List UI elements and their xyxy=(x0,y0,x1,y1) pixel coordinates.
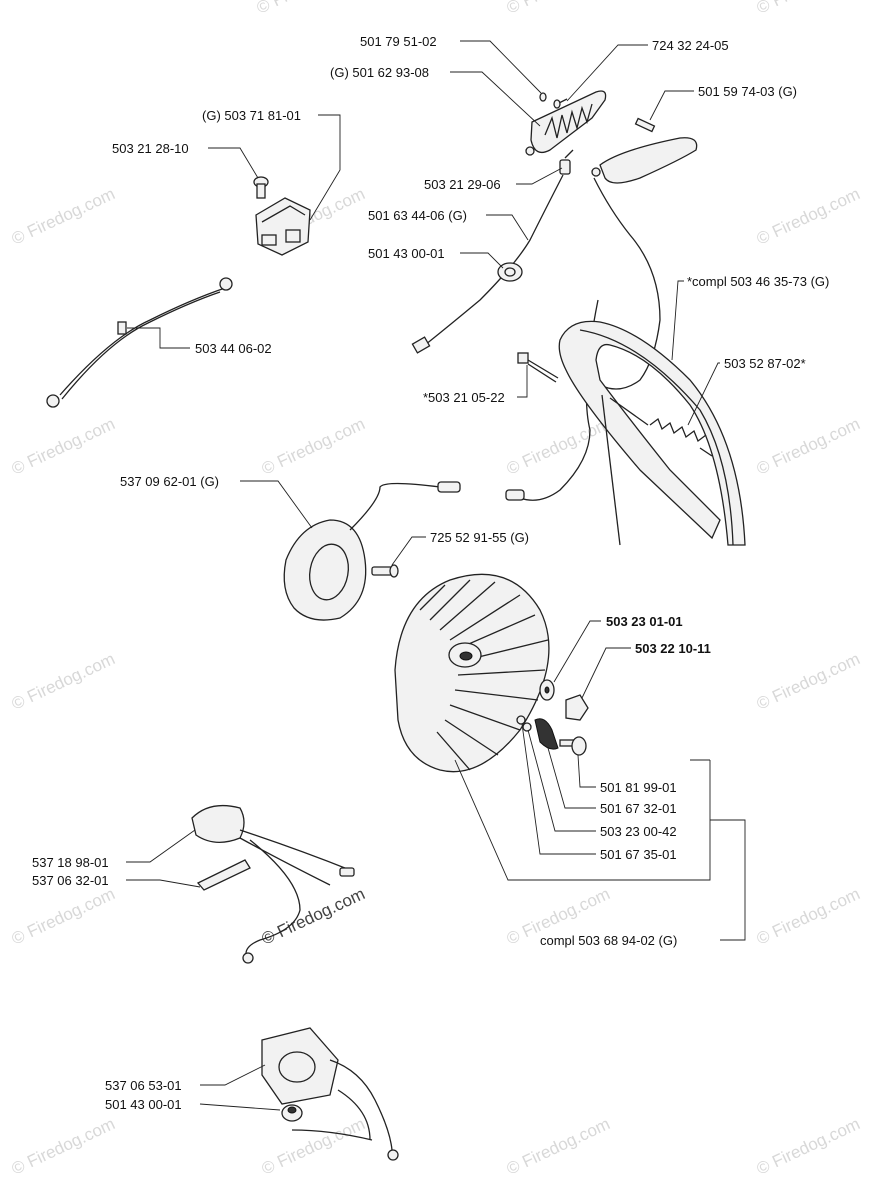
watermark: © Firedog.com xyxy=(9,184,118,248)
rod-part xyxy=(601,394,621,546)
part-label: 503 52 87-02* xyxy=(724,356,806,371)
handle-cover-part xyxy=(591,137,698,184)
flywheel-part xyxy=(394,573,550,773)
pin-long-part xyxy=(634,117,656,133)
part-label: 503 22 10-11 xyxy=(635,641,711,656)
stator-screw-part xyxy=(371,564,399,578)
screw-part xyxy=(553,98,568,109)
part-label: 725 52 91-55 (G) xyxy=(430,530,529,545)
watermark: © Firedog.com xyxy=(259,414,368,478)
gasket-part xyxy=(261,1027,399,1161)
watermark: © Firedog.com xyxy=(754,649,863,713)
part-label: 503 23 01-01 xyxy=(606,614,683,629)
part-label: *compl 503 46 35-73 (G) xyxy=(687,274,829,289)
switch-screw-part xyxy=(559,149,574,175)
nut-part xyxy=(565,694,589,721)
ignition-module-part xyxy=(255,197,311,256)
part-label: 501 59 74-03 (G) xyxy=(698,84,797,99)
coil-plate-part xyxy=(196,859,251,891)
trigger-plate-part xyxy=(525,90,607,156)
watermark: © Firedog.com xyxy=(504,0,613,18)
ignition-cable-part xyxy=(46,277,233,408)
part-label: 537 09 62-01 (G) xyxy=(120,474,219,489)
watermark: © Firedog.com xyxy=(9,1114,118,1178)
spring-part xyxy=(609,397,713,457)
part-label: 501 67 35-01 xyxy=(600,847,677,862)
part-label: *503 21 05-22 xyxy=(423,390,505,405)
part-label: 503 21 29-06 xyxy=(424,177,501,192)
watermark: © Firedog.com xyxy=(754,1114,863,1178)
part-label: 501 79 51-02 xyxy=(360,34,437,49)
grommet-part xyxy=(497,262,523,282)
part-label: 501 43 00-01 xyxy=(105,1097,182,1112)
watermark: © Firedog.com xyxy=(9,414,118,478)
grommet-bottom-part xyxy=(281,1104,303,1122)
part-label: (G) 503 71 81-01 xyxy=(202,108,301,123)
watermark: © Firedog.com xyxy=(754,184,863,248)
part-label: 537 06 53-01 xyxy=(105,1078,182,1093)
watermark: © Firedog.com xyxy=(504,414,613,478)
part-label: compl 503 68 94-02 (G) xyxy=(540,933,677,948)
watermark-center: © Firedog.com xyxy=(259,884,368,948)
module-screw-part xyxy=(253,176,269,199)
part-label: 724 32 24-05 xyxy=(652,38,729,53)
part-label: 503 23 00-42 xyxy=(600,824,677,839)
pawl-part xyxy=(516,715,559,750)
ignition-coil-part xyxy=(191,804,355,964)
part-label: 503 21 28-10 xyxy=(112,141,189,156)
front-handle-part xyxy=(558,320,746,546)
watermark: © Firedog.com xyxy=(754,414,863,478)
part-label: 501 81 99-01 xyxy=(600,780,677,795)
pawl-screw-part xyxy=(559,736,587,756)
switch-wire-part xyxy=(411,174,564,354)
part-label: 501 67 32-01 xyxy=(600,801,677,816)
part-label: 501 43 00-01 xyxy=(368,246,445,261)
stator-part xyxy=(283,481,461,621)
part-label: 501 63 44-06 (G) xyxy=(368,208,467,223)
watermark: © Firedog.com xyxy=(254,0,363,18)
watermark: © Firedog.com xyxy=(504,1114,613,1178)
part-label: 537 18 98-01 xyxy=(32,855,109,870)
part-label: (G) 501 62 93-08 xyxy=(330,65,429,80)
handle-screw-part xyxy=(517,352,559,383)
part-label: 503 44 06-02 xyxy=(195,341,272,356)
part-labels: 501 79 51-02 724 32 24-05 (G) 501 62 93-… xyxy=(32,34,829,1112)
pin-part xyxy=(539,92,547,102)
watermark: © Firedog.com xyxy=(9,649,118,713)
leader-lines xyxy=(126,40,746,1111)
washer-part xyxy=(539,679,555,701)
watermark: © Firedog.com xyxy=(259,1114,368,1178)
part-label: 537 06 32-01 xyxy=(32,873,109,888)
watermark: © Firedog.com xyxy=(9,884,118,948)
watermark: © Firedog.com xyxy=(754,884,863,948)
watermark: © Firedog.com xyxy=(754,0,863,18)
